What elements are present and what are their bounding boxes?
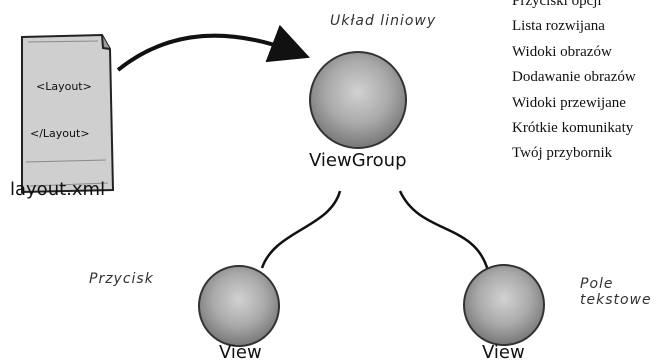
list-item: Krótkie komunikaty <box>512 119 634 136</box>
button-annotation: Przycisk <box>89 271 154 287</box>
xml-file-icon <box>21 33 115 194</box>
textfield-view-label: View <box>482 342 525 363</box>
list-item: Widoki obrazów <box>512 43 612 60</box>
root-annotation: Układ liniowy <box>330 13 437 29</box>
inflate-arrow <box>116 24 310 72</box>
side-contents-list: Przyciski opcji Lista rozwijana Widoki o… <box>512 0 671 167</box>
root-label: ViewGroup <box>309 150 407 171</box>
button-view-node <box>198 265 280 347</box>
list-item: Dodawanie obrazów <box>512 69 636 86</box>
textfield-view-node <box>463 264 545 346</box>
connector-line-right <box>398 190 490 272</box>
textfield-annotation: Pole tekstowe <box>580 276 652 308</box>
button-view-label: View <box>219 342 262 363</box>
list-item: Przyciski opcji <box>512 0 602 9</box>
list-item: Twój przybornik <box>512 145 613 162</box>
viewgroup-node <box>309 51 407 149</box>
connector-line-left <box>260 190 342 269</box>
list-item: Lista rozwijana <box>512 18 605 35</box>
file-name-label: layout.xml <box>10 179 106 200</box>
layout-open-tag: <Layout> <box>36 80 92 93</box>
layout-close-tag: </Layout> <box>30 127 90 140</box>
list-item: Widoki przewijane <box>512 94 626 111</box>
